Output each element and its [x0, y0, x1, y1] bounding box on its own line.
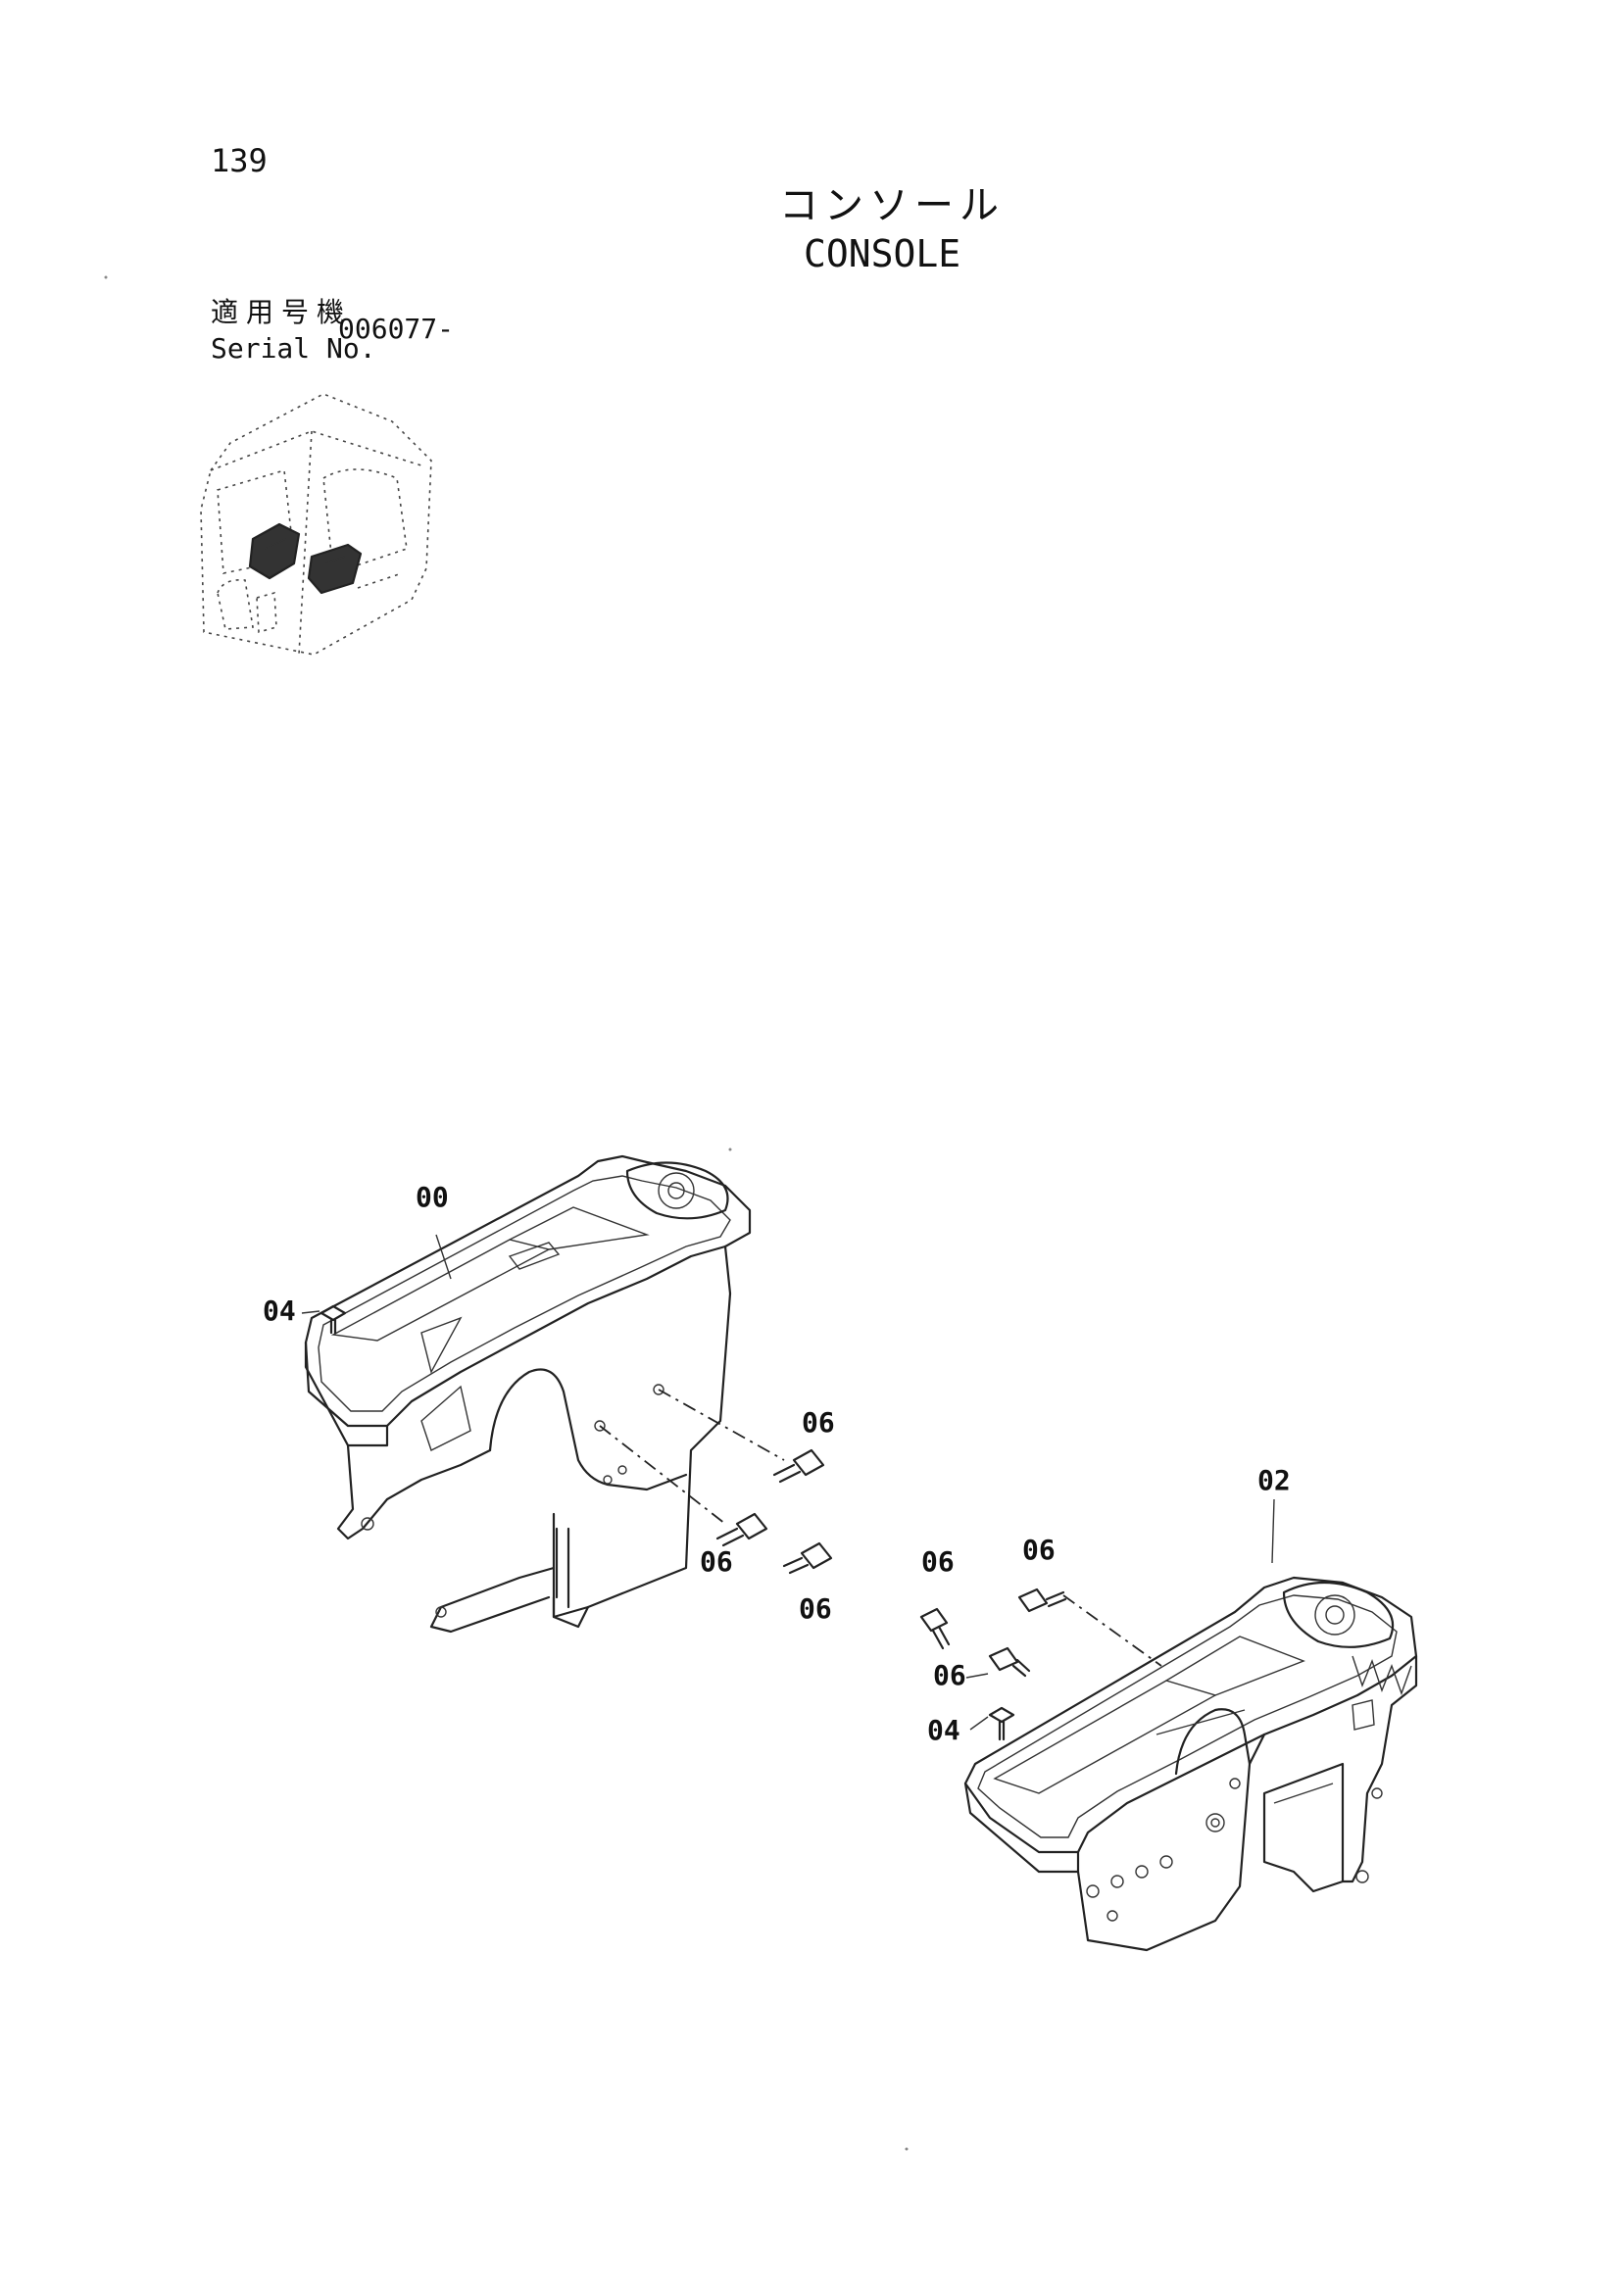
callout-part-06-a: 06	[802, 1406, 835, 1439]
bolt-icon	[1017, 1588, 1067, 1613]
serial-number-value: 006077-	[338, 313, 455, 345]
serial-label-japanese: 適用号機	[211, 296, 353, 328]
bolt-icon	[782, 1541, 833, 1575]
bolt-icon	[715, 1512, 768, 1547]
page-title-japanese: コンソール	[779, 183, 1005, 228]
leader-line-04-right	[969, 1716, 989, 1731]
callout-part-06-f: 06	[933, 1659, 966, 1691]
callout-part-04-right: 04	[927, 1714, 960, 1746]
leader-line-06	[965, 1673, 989, 1679]
page-number: 139	[211, 142, 268, 179]
bolt-icon	[988, 1646, 1031, 1678]
page-title: CONSOLE	[804, 232, 961, 275]
console-right-assembly	[963, 1576, 1418, 1952]
callout-part-02: 02	[1257, 1464, 1291, 1496]
leader-line-04-left	[301, 1310, 320, 1314]
square-nut-icon	[988, 1706, 1015, 1741]
console-left-assembly	[304, 1154, 752, 1634]
callout-part-04-left: 04	[263, 1295, 296, 1327]
square-nut-icon	[320, 1304, 347, 1335]
alignment-line	[658, 1389, 785, 1461]
leader-line-02	[1271, 1498, 1275, 1564]
leader-line-00	[435, 1234, 452, 1280]
callout-part-00: 00	[416, 1181, 449, 1213]
serial-label: Serial No.	[211, 332, 376, 365]
callout-part-06-e: 06	[921, 1545, 955, 1578]
bolt-icon	[772, 1448, 825, 1484]
callout-part-06-c: 06	[799, 1592, 832, 1625]
cab-locator-icon	[200, 393, 432, 656]
callout-part-06-b: 06	[700, 1545, 733, 1578]
bolt-icon	[919, 1607, 951, 1650]
alignment-line	[599, 1425, 726, 1525]
alignment-line	[1062, 1594, 1162, 1667]
callout-part-06-d: 06	[1022, 1534, 1056, 1566]
